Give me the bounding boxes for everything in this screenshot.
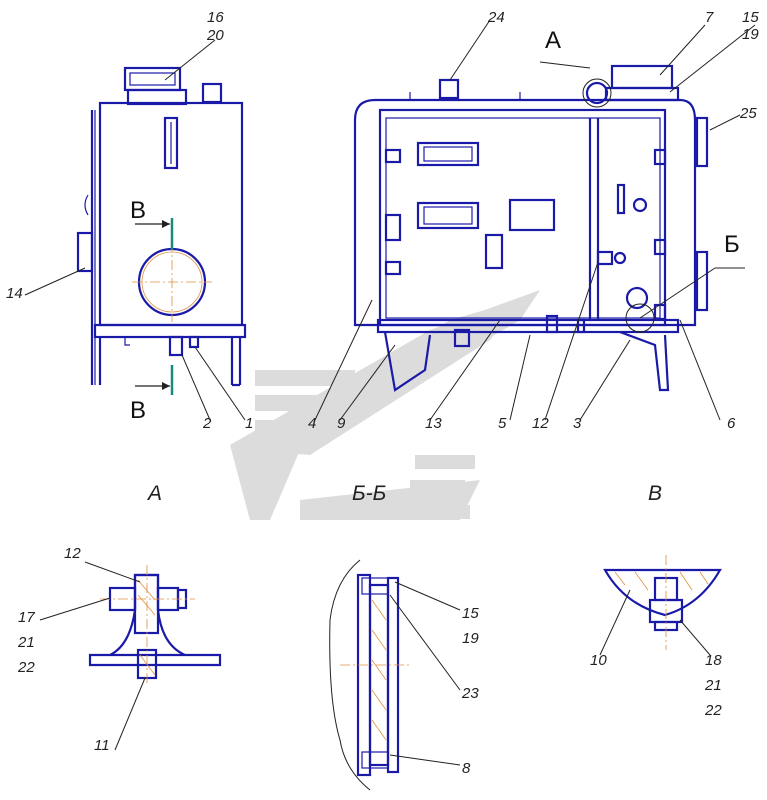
detail-v-callout-10: 10	[590, 652, 607, 669]
callout-24: 24	[487, 9, 505, 26]
detail-a-callout-21: 21	[17, 634, 35, 651]
detail-a-callout-22: 22	[17, 659, 35, 676]
callout-1: 1	[245, 415, 253, 432]
detail-bb-callout-15: 15	[462, 605, 479, 622]
callout-14: 14	[6, 285, 23, 302]
callout-6: 6	[727, 415, 736, 432]
side-view	[76, 66, 247, 395]
callout-25: 25	[739, 105, 757, 122]
detail-a-marker-circle	[582, 78, 612, 108]
marker-v-top: В	[130, 197, 146, 224]
callout-2: 2	[202, 415, 212, 432]
labels: 16 20 24 А 7 15 19 25 Б 14 В В 2 1 4 9 1…	[6, 9, 759, 777]
leader-lines	[24, 19, 756, 766]
callout-7: 7	[705, 9, 714, 26]
detail-a-callout-12: 12	[64, 545, 81, 562]
detail-v-callout-22: 22	[704, 702, 722, 719]
view-title-a: А	[146, 482, 162, 505]
detail-v	[603, 555, 722, 650]
marker-a: А	[545, 27, 561, 54]
callout-9: 9	[337, 415, 346, 432]
callout-5: 5	[498, 415, 507, 432]
callout-20: 20	[206, 27, 224, 44]
detail-b-section	[329, 559, 410, 791]
watermark-logo	[230, 290, 540, 520]
callout-12: 12	[532, 415, 549, 432]
detail-v-callout-18: 18	[705, 652, 722, 669]
callout-4: 4	[308, 415, 316, 432]
detail-b-marker-circle	[625, 303, 655, 333]
detail-a-callout-17: 17	[18, 609, 35, 626]
detail-v-callout-21: 21	[704, 677, 722, 694]
detail-a-callout-11: 11	[94, 737, 110, 754]
detail-bb-callout-23: 23	[461, 685, 479, 702]
view-title-bb: Б-Б	[352, 482, 386, 505]
detail-bb-callout-19: 19	[462, 630, 479, 647]
view-title-v: В	[648, 482, 662, 505]
callout-16: 16	[207, 9, 224, 26]
detail-a	[88, 565, 222, 685]
callout-19: 19	[742, 26, 759, 43]
marker-v-bottom: В	[130, 397, 146, 424]
callout-13: 13	[425, 415, 442, 432]
callout-15: 15	[742, 9, 759, 26]
callout-3: 3	[573, 415, 582, 432]
marker-b: Б	[724, 231, 740, 258]
detail-bb-callout-8: 8	[462, 760, 471, 777]
front-view	[353, 64, 709, 392]
